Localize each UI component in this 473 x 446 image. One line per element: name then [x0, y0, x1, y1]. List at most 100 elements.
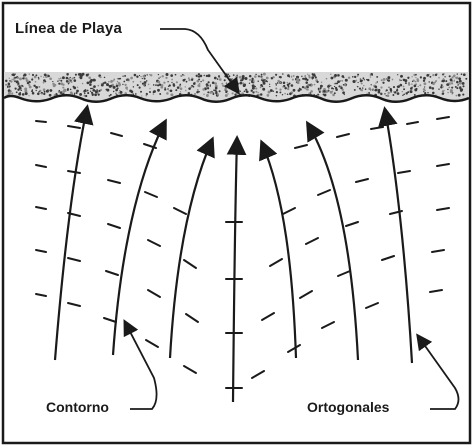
sand-grain — [134, 74, 137, 77]
sand-grain — [443, 78, 445, 80]
sand-grain — [161, 75, 163, 77]
sand-grain — [217, 78, 219, 80]
sand-grain — [405, 82, 407, 84]
sand-grain — [167, 81, 168, 82]
sand-grain — [17, 89, 19, 91]
sand-grain — [159, 93, 161, 95]
sand-grain — [21, 85, 23, 87]
sand-grain — [23, 75, 25, 77]
sand-grain — [239, 82, 241, 84]
sand-grain — [312, 78, 314, 80]
sand-grain — [374, 86, 377, 89]
sand-grain — [375, 82, 376, 83]
sand-grain — [287, 82, 288, 83]
sand-grain — [276, 91, 278, 93]
sand-grain — [91, 93, 93, 95]
sand-grain — [113, 86, 116, 89]
sand-grain — [305, 81, 308, 84]
sand-grain — [319, 91, 321, 93]
sand-grain — [287, 83, 290, 86]
sand-grain — [357, 86, 359, 88]
sand-grain — [268, 91, 271, 94]
sand-grain — [46, 90, 49, 93]
sand-grain — [441, 80, 443, 82]
sand-grain — [14, 81, 15, 82]
sand-grain — [320, 85, 323, 88]
sand-grain — [388, 87, 389, 88]
sand-grain — [164, 87, 165, 88]
sand-grain — [366, 79, 367, 80]
sand-grain — [429, 86, 432, 89]
sand-grain — [429, 76, 431, 78]
sand-grain — [308, 92, 310, 94]
sand-grain — [318, 89, 319, 90]
sand-grain — [388, 92, 390, 94]
sand-grain — [442, 86, 444, 88]
sand-grain — [426, 74, 429, 77]
sand-grain — [337, 74, 339, 76]
sand-grain — [124, 75, 126, 77]
sand-grain — [170, 74, 173, 77]
sand-grain — [149, 74, 150, 75]
sand-grain — [249, 75, 252, 78]
sand-grain — [444, 76, 445, 77]
sand-grain — [357, 74, 359, 76]
sand-grain — [392, 94, 394, 96]
sand-grain — [224, 79, 226, 81]
sand-grain — [263, 82, 266, 85]
sand-grain — [357, 75, 358, 76]
sand-grain — [314, 84, 316, 86]
sand-grain — [458, 94, 461, 97]
sand-grain — [108, 81, 110, 83]
sand-grain — [357, 82, 358, 83]
sand-grain — [309, 84, 311, 86]
sand-grain — [269, 84, 270, 85]
sand-grain — [18, 82, 19, 83]
sand-grain — [410, 90, 413, 93]
sand-grain — [287, 94, 289, 96]
sand-grain — [160, 76, 162, 78]
sand-grain — [214, 82, 217, 85]
sand-grain — [206, 75, 208, 77]
sand-grain — [165, 77, 167, 79]
sand-grain — [212, 81, 215, 84]
sand-grain — [411, 83, 413, 85]
sand-grain — [276, 95, 278, 97]
sand-grain — [66, 77, 69, 80]
sand-grain — [432, 82, 435, 85]
sand-grain — [96, 89, 98, 91]
sand-grain — [297, 79, 300, 82]
sand-grain — [302, 86, 304, 88]
sand-grain — [403, 94, 405, 96]
sand-grain — [207, 91, 209, 93]
sand-grain — [366, 93, 367, 94]
sand-grain — [43, 79, 46, 82]
sand-grain — [375, 89, 378, 92]
sand-grain — [143, 84, 145, 86]
sand-grain — [415, 74, 417, 76]
sand-grain — [76, 90, 79, 93]
sand-grain — [166, 92, 169, 95]
sand-grain — [15, 88, 17, 90]
sand-grain — [258, 76, 260, 78]
sand-grain — [167, 88, 169, 90]
sand-grain — [234, 82, 236, 84]
sand-grain — [363, 77, 365, 79]
sand-grain — [109, 85, 112, 88]
sand-grain — [423, 80, 425, 82]
sand-grain — [227, 93, 229, 95]
sand-grain — [200, 75, 203, 78]
sand-grain — [367, 79, 369, 81]
sand-grain — [318, 94, 320, 96]
sand-grain — [75, 74, 77, 76]
sand-grain — [116, 83, 117, 84]
sand-grain — [170, 89, 173, 92]
sand-grain — [175, 89, 177, 91]
sand-grain — [198, 84, 200, 86]
contour-label: Contorno — [46, 399, 109, 415]
sand-grain — [397, 89, 399, 91]
sand-grain — [255, 91, 257, 93]
sand-grain — [382, 82, 384, 84]
sand-grain — [428, 81, 429, 82]
